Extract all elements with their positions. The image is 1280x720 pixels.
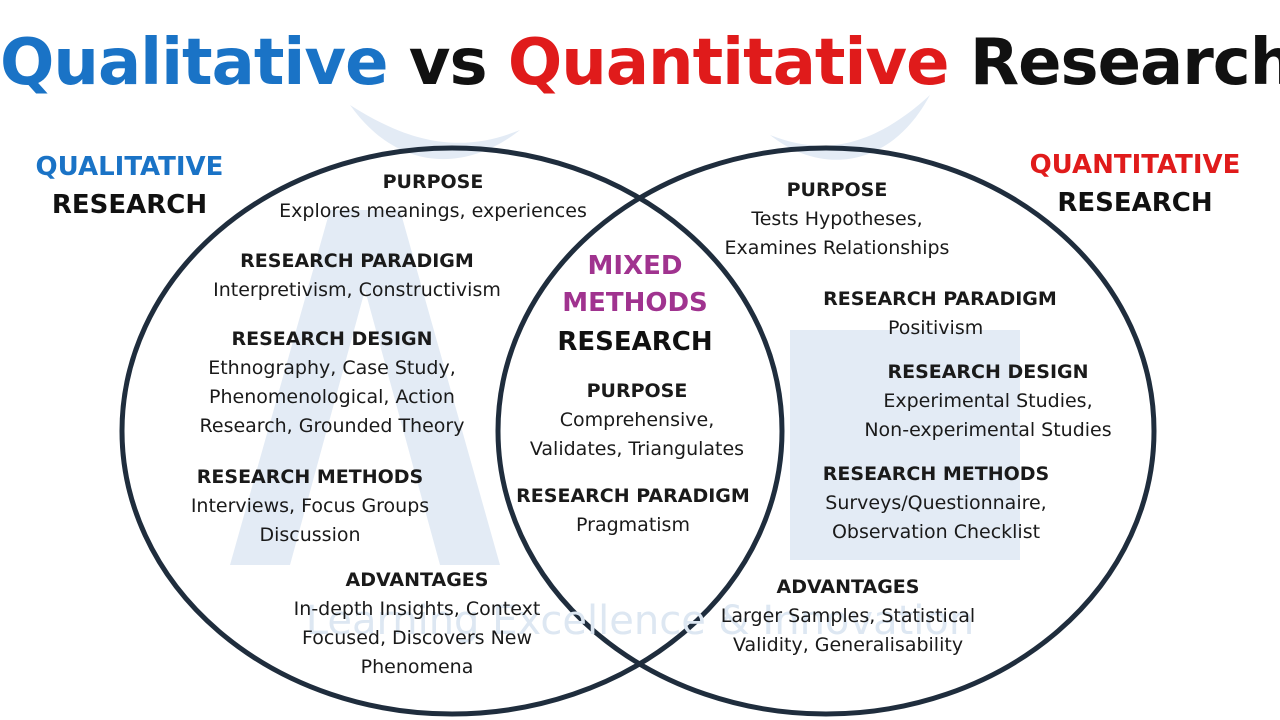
quantitative-design-heading: RESEARCH DESIGN	[887, 361, 1089, 383]
qualitative-paradigm: RESEARCH PARADIGM Interpretivism, Constr…	[177, 247, 537, 305]
quantitative-paradigm: RESEARCH PARADIGM Positivism	[790, 285, 1090, 343]
quantitative-advantages-line: Validity, Generalisability	[732, 634, 964, 656]
page-title: Qualitative vs Quantitative Research	[0, 22, 1280, 104]
mixed-purpose-line: Comprehensive,	[559, 409, 715, 431]
quantitative-label: QUANTITATIVE RESEARCH	[1020, 146, 1250, 222]
title-quantitative: Quantitative	[507, 26, 950, 100]
qualitative-purpose: PURPOSE Explores meanings, experiences	[253, 168, 613, 226]
mixed-label-line3: RESEARCH	[557, 327, 713, 357]
qualitative-label-colored: QUALITATIVE	[35, 152, 224, 182]
quantitative-label-plain: RESEARCH	[1057, 188, 1213, 218]
quantitative-label-colored: QUANTITATIVE	[1029, 150, 1241, 180]
quantitative-paradigm-text: Positivism	[888, 317, 984, 339]
qualitative-methods-line: Discussion	[259, 524, 361, 546]
quantitative-paradigm-heading: RESEARCH PARADIGM	[823, 288, 1057, 310]
mixed-purpose-heading: PURPOSE	[586, 380, 688, 402]
mixed-paradigm-heading: RESEARCH PARADIGM	[516, 485, 750, 507]
mixed-label-line1: MIXED	[587, 251, 683, 281]
mixed-label-line2: METHODS	[562, 288, 708, 318]
mixed-purpose-line: Validates, Triangulates	[529, 438, 745, 460]
qualitative-design: RESEARCH DESIGN Ethnography, Case Study,…	[152, 325, 512, 441]
mixed-paradigm: RESEARCH PARADIGM Pragmatism	[493, 482, 773, 540]
qualitative-label-plain: RESEARCH	[51, 190, 208, 220]
mixed-purpose: PURPOSE Comprehensive, Validates, Triang…	[497, 377, 777, 464]
quantitative-purpose: PURPOSE Tests Hypotheses, Examines Relat…	[687, 176, 987, 263]
quantitative-methods-heading: RESEARCH METHODS	[822, 463, 1050, 485]
quantitative-methods-line: Surveys/Questionnaire,	[825, 492, 1047, 514]
quantitative-advantages-heading: ADVANTAGES	[776, 576, 920, 598]
qualitative-methods-line: Interviews, Focus Groups	[190, 495, 430, 517]
title-vs: vs	[387, 26, 508, 100]
qualitative-label: QUALITATIVE RESEARCH	[22, 148, 237, 224]
qualitative-paradigm-text: Interpretivism, Constructivism	[213, 279, 501, 301]
watermark-text: Learning Excellence & Innovation	[305, 598, 975, 644]
qualitative-advantages-line: Focused, Discovers New	[301, 627, 533, 649]
qualitative-advantages-line: Phenomena	[360, 656, 474, 678]
qualitative-purpose-text: Explores meanings, experiences	[279, 200, 587, 222]
qualitative-design-line: Phenomenological, Action	[209, 386, 455, 408]
quantitative-design: RESEARCH DESIGN Experimental Studies, No…	[838, 358, 1138, 445]
qualitative-advantages-line: In-depth Insights, Context	[293, 598, 541, 620]
title-research: Research	[948, 26, 1280, 100]
qualitative-design-line: Ethnography, Case Study,	[208, 357, 456, 379]
mixed-label: MIXED METHODS RESEARCH	[505, 248, 765, 361]
quantitative-purpose-heading: PURPOSE	[786, 179, 888, 201]
quantitative-methods-line: Observation Checklist	[831, 521, 1041, 543]
watermark-logo	[230, 95, 1020, 565]
quantitative-design-line: Non-experimental Studies	[864, 419, 1112, 441]
qualitative-paradigm-heading: RESEARCH PARADIGM	[240, 250, 474, 272]
title-qualitative: Qualitative	[0, 26, 388, 100]
qualitative-circle	[119, 145, 785, 717]
quantitative-purpose-line: Examines Relationships	[724, 237, 950, 259]
qualitative-advantages: ADVANTAGES In-depth Insights, Context Fo…	[237, 566, 597, 682]
quantitative-purpose-line: Tests Hypotheses,	[751, 208, 923, 230]
mixed-paradigm-text: Pragmatism	[576, 514, 690, 536]
qualitative-methods-heading: RESEARCH METHODS	[196, 466, 424, 488]
quantitative-advantages: ADVANTAGES Larger Samples, Statistical V…	[698, 573, 998, 660]
quantitative-advantages-line: Larger Samples, Statistical	[720, 605, 976, 627]
quantitative-design-line: Experimental Studies,	[883, 390, 1093, 412]
qualitative-design-heading: RESEARCH DESIGN	[231, 328, 433, 350]
quantitative-circle	[495, 145, 1157, 717]
qualitative-design-line: Research, Grounded Theory	[199, 415, 465, 437]
qualitative-advantages-heading: ADVANTAGES	[345, 569, 489, 591]
qualitative-methods: RESEARCH METHODS Interviews, Focus Group…	[130, 463, 490, 550]
quantitative-methods: RESEARCH METHODS Surveys/Questionnaire, …	[786, 460, 1086, 547]
qualitative-purpose-heading: PURPOSE	[382, 171, 484, 193]
